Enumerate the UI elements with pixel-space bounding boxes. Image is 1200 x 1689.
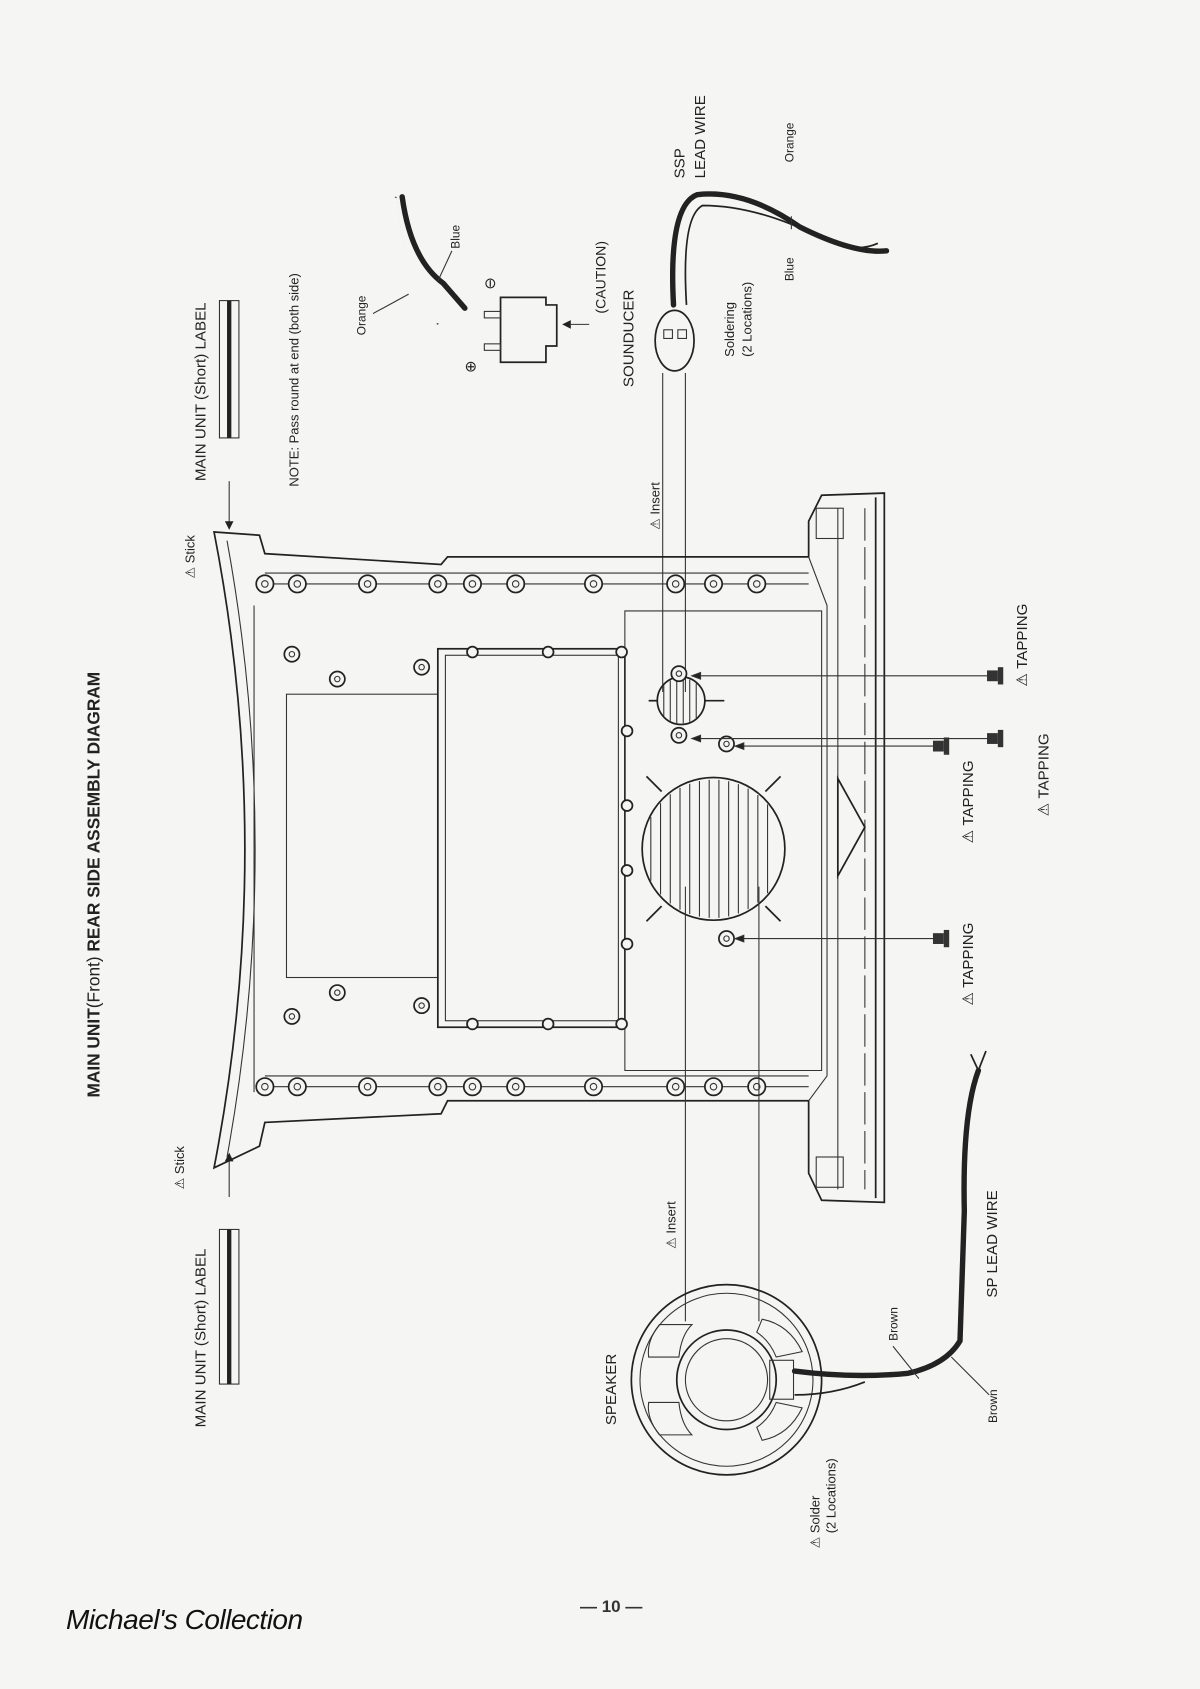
screw-boss bbox=[666, 1077, 686, 1097]
screw-boss bbox=[584, 574, 604, 594]
plus-symbol: ⊕ bbox=[463, 360, 480, 373]
footer-watermark: Michael's Collection bbox=[66, 1604, 303, 1635]
minus-symbol: ⊖ bbox=[482, 277, 499, 290]
blue-label-1: Blue bbox=[448, 225, 462, 249]
short-label-bottom-text: MAIN UNIT (Short) LABEL bbox=[192, 1249, 209, 1428]
screw-boss bbox=[704, 1077, 724, 1097]
screw-boss bbox=[358, 1077, 378, 1097]
ssp-text: SSP bbox=[671, 148, 688, 178]
short-label-strip-top bbox=[218, 300, 240, 439]
sounducer-part bbox=[483, 296, 558, 364]
screw-boss bbox=[283, 645, 301, 663]
screw-boss bbox=[255, 1077, 275, 1097]
caution-text: (CAUTION) bbox=[592, 241, 608, 314]
insert-bottom-text: ⚠ Insert bbox=[664, 1201, 679, 1249]
sounducer-grille bbox=[656, 676, 706, 726]
screw-boss bbox=[506, 1077, 526, 1097]
screw-boss bbox=[358, 574, 378, 594]
tapping-label-2: ⚠ TAPPING bbox=[1036, 733, 1053, 816]
direction-arrow-mark bbox=[836, 775, 866, 880]
short-label-strip-bottom bbox=[218, 1228, 240, 1385]
brown-label-1: Brown bbox=[886, 1307, 900, 1341]
speaker-grille bbox=[641, 776, 786, 922]
orange-label-2: Orange bbox=[783, 122, 797, 162]
ssp-lead-wire bbox=[669, 191, 890, 308]
screw-boss bbox=[462, 1077, 482, 1097]
page-number: — 10 — bbox=[580, 1597, 643, 1616]
screw-boss bbox=[255, 574, 275, 594]
screw-boss bbox=[328, 670, 346, 688]
screw-boss bbox=[670, 726, 688, 744]
screw-boss bbox=[413, 658, 431, 676]
speaker-text: SPEAKER bbox=[603, 1354, 620, 1426]
ssp-sounducer-part bbox=[654, 309, 695, 372]
screw-boss bbox=[287, 574, 307, 594]
screw-boss bbox=[718, 930, 735, 948]
tapping-label-1: ⚠ TAPPING bbox=[1014, 604, 1031, 687]
orange-label-1: Orange bbox=[354, 295, 368, 335]
screw-boss bbox=[413, 997, 431, 1015]
sp-lead-wire bbox=[791, 1050, 987, 1396]
solder-locations-text: (2 Locations) bbox=[824, 1458, 839, 1533]
stick-bottom-text: ⚠ Stick bbox=[172, 1146, 187, 1190]
blue-label-2: Blue bbox=[783, 257, 797, 281]
screw-boss bbox=[747, 574, 767, 594]
screw-boss bbox=[584, 1077, 604, 1097]
brown-label-2: Brown bbox=[986, 1389, 1000, 1423]
solder-text: ⚠ Solder bbox=[807, 1495, 822, 1548]
screw-boss bbox=[328, 984, 346, 1002]
screw-boss bbox=[287, 1077, 307, 1097]
screw-icon bbox=[932, 667, 1004, 948]
screw-boss bbox=[704, 574, 724, 594]
tapping-arrows bbox=[690, 671, 993, 943]
screw-boss bbox=[666, 574, 686, 594]
short-label-top-text: MAIN UNIT (Short) LABEL bbox=[192, 302, 209, 481]
soldering-locations-text: (2 Locations) bbox=[739, 282, 754, 357]
sounducer-text: SOUNDUCER bbox=[621, 290, 638, 388]
main-unit-body bbox=[212, 492, 886, 1204]
speaker-part bbox=[630, 1283, 823, 1476]
screw-boss bbox=[747, 1077, 767, 1097]
insert-top-text: ⚠ Insert bbox=[647, 482, 662, 530]
diagram-title: MAIN UNIT(Front) REAR SIDE ASSEMBLY DIAG… bbox=[83, 672, 103, 1098]
note-text: NOTE: Pass round at end (both side) bbox=[286, 273, 301, 486]
screw-boss bbox=[718, 735, 735, 753]
screw-boss bbox=[462, 574, 482, 594]
screw-boss bbox=[428, 574, 448, 594]
screw-boss bbox=[670, 665, 688, 683]
screw-boss bbox=[283, 1007, 301, 1025]
lead-wire-text: LEAD WIRE bbox=[692, 95, 709, 178]
soldering-text: Soldering bbox=[722, 302, 737, 357]
sounducer-wires bbox=[394, 194, 468, 325]
sp-lead-wire-text: SP LEAD WIRE bbox=[984, 1190, 1001, 1297]
screw-boss bbox=[506, 574, 526, 594]
tapping-label-4: ⚠ TAPPING bbox=[960, 923, 977, 1006]
tapping-label-3: ⚠ TAPPING bbox=[960, 760, 977, 843]
stick-top-text: ⚠ Stick bbox=[183, 535, 198, 579]
screw-boss bbox=[428, 1077, 448, 1097]
